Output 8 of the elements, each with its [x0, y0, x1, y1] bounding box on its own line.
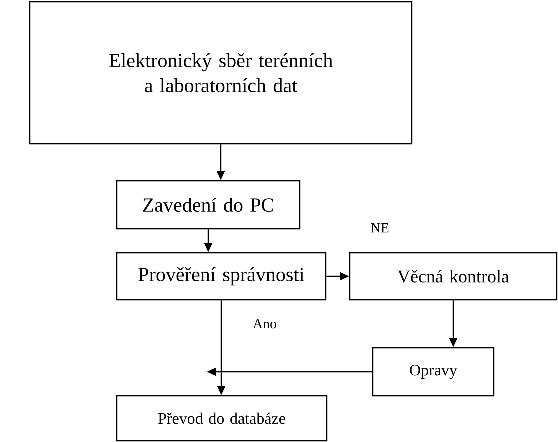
- edge-label: NE: [371, 223, 389, 233]
- process-box: Zavedení do PC: [116, 180, 301, 230]
- process-box: Elektronický sběr terénních a laboratorních dat: [29, 1, 413, 145]
- process-box: Prověření správnosti: [116, 252, 327, 301]
- process-box: Věcná kontrola: [349, 252, 558, 301]
- edge-label: Ano: [253, 319, 277, 329]
- process-box: Opravy: [372, 347, 495, 397]
- process-box: Převod do databáze: [116, 395, 328, 442]
